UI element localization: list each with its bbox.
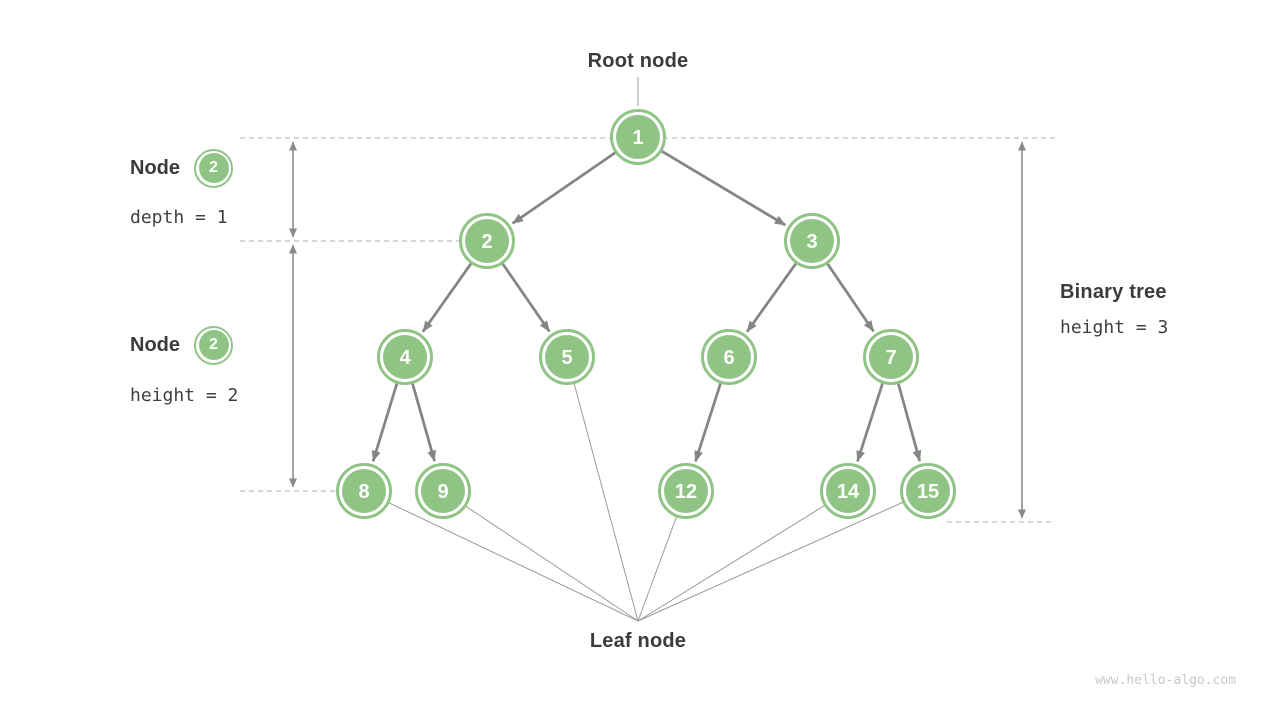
height-metric-label: height = 2 [130,385,239,406]
node-number: 4 [399,347,411,369]
tree-height-metric-label: height = 3 [1060,317,1169,338]
binary-tree-label: Binary tree [1060,281,1167,303]
tree-node-15: 15 [900,463,956,519]
node-disc [869,335,913,379]
node-disc [826,469,870,513]
node-number: 6 [723,347,734,369]
tree-node-7: 7 [863,329,919,385]
tree-edge [421,261,474,333]
legend-node-depth: Node 2 [130,148,233,188]
leaf-node-label: Leaf node [589,630,687,652]
tree-edge [659,149,787,227]
node-disc [421,469,465,513]
node-number: 9 [437,481,448,503]
node-disc [707,335,751,379]
node-number: 12 [675,481,697,503]
tree-node-3: 3 [784,213,840,269]
tree-edge [500,261,551,333]
node-disc [616,115,660,159]
node-badge-icon: 2 [194,325,233,365]
node-disc [790,219,834,263]
node-number: 8 [358,481,369,503]
tree-node-2: 2 [459,213,515,269]
node-badge-icon: 2 [194,148,233,188]
node-badge-value: 2 [198,153,229,183]
node-number: 7 [885,347,896,369]
root-node-label: Root node [587,50,689,72]
node-number: 3 [806,231,817,253]
node-number: 2 [481,231,492,253]
tree-node-5: 5 [539,329,595,385]
tree-edge [856,381,885,462]
legend-node-height: Node 2 [130,325,233,365]
node-disc [342,469,386,513]
tree-edge [745,261,798,333]
tree-node-4: 4 [377,329,433,385]
leaf-pointer-line [363,490,639,622]
leaf-pointer-line [637,490,929,622]
tree-node-9: 9 [415,463,471,519]
node-number: 15 [917,481,939,503]
leaf-pointer-line [637,490,849,622]
legend-node-height-label: Node [130,333,180,356]
tree-node-14: 14 [820,463,876,519]
node-disc [383,335,427,379]
leaf-pointer-line [442,490,639,622]
node-number: 1 [632,127,643,149]
leaf-pointer-line [566,356,639,622]
tree-edge [371,381,399,462]
tree-node-1: 1 [610,109,666,165]
node-disc [906,469,950,513]
watermark: www.hello-algo.com [1095,673,1236,688]
tree-edge [825,261,875,333]
node-number: 5 [561,347,572,369]
tree-edge [511,150,618,225]
tree-edge [410,381,437,462]
tree-edge [896,381,922,462]
node-number: 14 [837,481,860,503]
node-disc [545,335,589,379]
tree-node-12: 12 [658,463,714,519]
depth-metric-label: depth = 1 [130,207,228,228]
legend-node-depth-label: Node [130,156,180,179]
tree-edge [694,381,723,462]
node-disc [664,469,708,513]
tree-node-8: 8 [336,463,392,519]
tree-node-6: 6 [701,329,757,385]
node-disc [465,219,509,263]
node-badge-value: 2 [198,330,229,360]
